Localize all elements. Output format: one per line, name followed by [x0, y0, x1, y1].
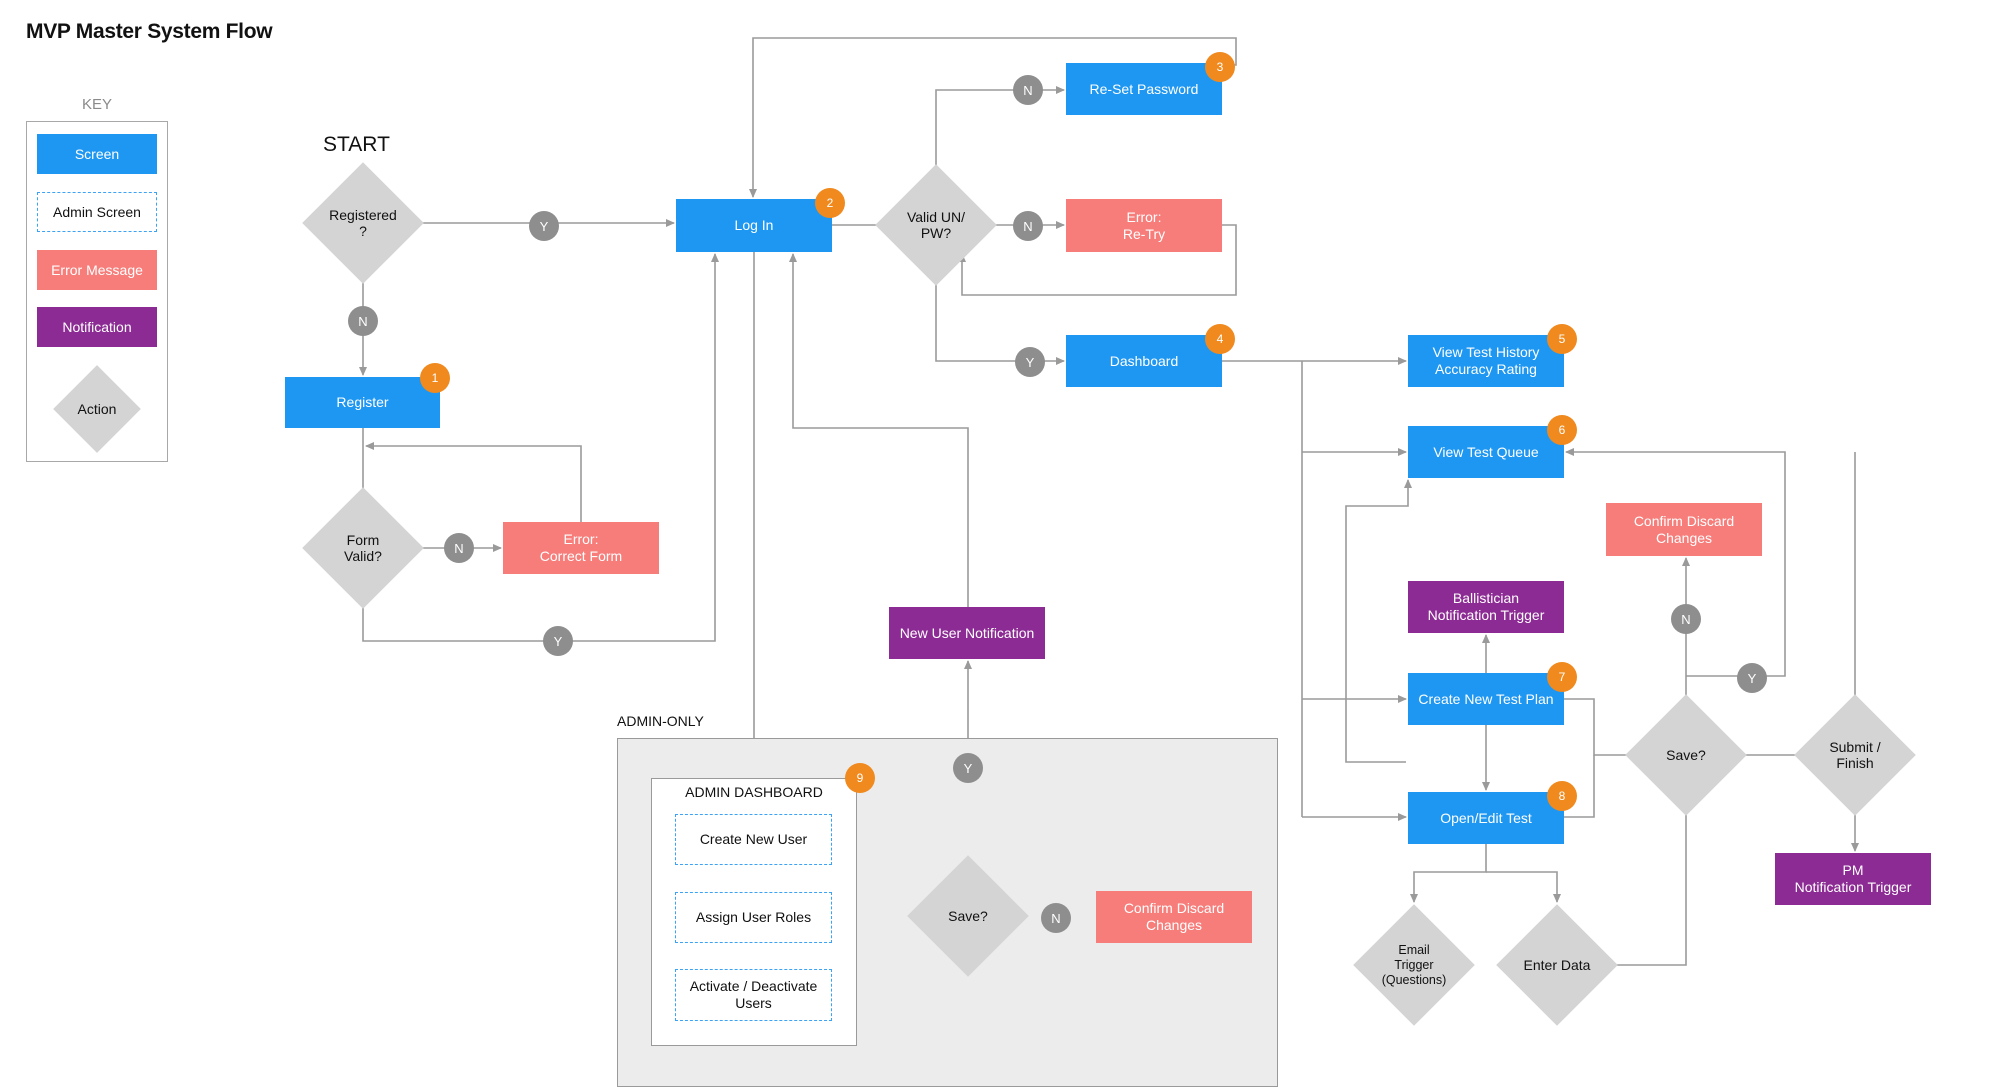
- edge-open-to-enter-data: [1486, 871, 1561, 903]
- reset-password-screen[interactable]: Re-Set Password: [1066, 63, 1222, 115]
- edge-retry-return-valid: [958, 224, 1237, 296]
- edge-open-to-queue: [1345, 479, 1412, 763]
- form-valid-decision[interactable]: Form Valid?: [302, 487, 424, 609]
- create-new-user-screen[interactable]: Create New User: [675, 814, 832, 865]
- key-notification: Notification: [37, 307, 157, 347]
- badge-1: 1: [420, 363, 450, 393]
- register-screen[interactable]: Register: [285, 377, 440, 428]
- badge-4: 4: [1205, 324, 1235, 354]
- edge-correct-form-return: [365, 442, 582, 522]
- valid-yes-connector: Y: [1015, 347, 1045, 377]
- edge-save-yes-queue: [1565, 448, 1786, 677]
- save-test-decision[interactable]: Save?: [1625, 694, 1747, 816]
- registered-decision[interactable]: Registered ?: [302, 162, 424, 284]
- edge-form-valid-yes: [362, 253, 719, 642]
- assign-user-roles-screen[interactable]: Assign User Roles: [675, 892, 832, 943]
- dashboard-screen[interactable]: Dashboard: [1066, 335, 1222, 387]
- badge-8: 8: [1547, 781, 1577, 811]
- error-correct-form-message: Error: Correct Form: [503, 522, 659, 574]
- submit-finish-decision[interactable]: Submit / Finish: [1794, 694, 1916, 816]
- save-test-no-connector: N: [1671, 604, 1701, 634]
- badge-9: 9: [845, 763, 875, 793]
- edge-valid-yes-dashboard: [935, 268, 1065, 365]
- edge-create-to-save: [1564, 698, 1642, 759]
- edge-open-to-save: [1564, 755, 1595, 818]
- edge-valid-no-reset: [935, 86, 1065, 182]
- edge-open-to-branches: [1410, 844, 1487, 903]
- page-title: MVP Master System Flow: [26, 20, 273, 43]
- pm-notification-trigger: PM Notification Trigger: [1775, 853, 1931, 905]
- form-valid-yes-connector: Y: [543, 626, 573, 656]
- new-user-notification: New User Notification: [889, 607, 1045, 659]
- key-action: Action: [53, 365, 141, 453]
- open-edit-test-screen[interactable]: Open/Edit Test: [1408, 792, 1564, 844]
- badge-7: 7: [1547, 662, 1577, 692]
- save-admin-no-connector: N: [1041, 903, 1071, 933]
- badge-2: 2: [815, 188, 845, 218]
- save-admin-yes-connector: Y: [953, 753, 983, 783]
- edge-reset-return-login: [749, 37, 1237, 198]
- badge-5: 5: [1547, 324, 1577, 354]
- ballistician-notification-trigger: Ballistician Notification Trigger: [1408, 581, 1564, 633]
- email-trigger-action[interactable]: Email Trigger (Questions): [1353, 904, 1475, 1026]
- enter-data-action[interactable]: Enter Data: [1496, 904, 1618, 1026]
- error-retry-message: Error: Re-Try: [1066, 199, 1222, 252]
- badge-3: 3: [1205, 52, 1235, 82]
- view-test-history-screen[interactable]: View Test History Accuracy Rating: [1408, 335, 1564, 387]
- admin-only-label: ADMIN-ONLY: [617, 713, 704, 729]
- valid-no-reset-connector: N: [1013, 75, 1043, 105]
- confirm-discard-admin-message: Confirm Discard Changes: [1096, 891, 1252, 943]
- key-admin-screen: Admin Screen: [37, 192, 157, 232]
- view-test-queue-screen[interactable]: View Test Queue: [1408, 426, 1564, 478]
- valid-un-pw-decision[interactable]: Valid UN/ PW?: [875, 164, 997, 286]
- valid-no-retry-connector: N: [1013, 211, 1043, 241]
- login-screen[interactable]: Log In: [676, 199, 832, 252]
- registered-yes-connector: Y: [529, 211, 559, 241]
- form-valid-no-connector: N: [444, 533, 474, 563]
- edge-new-user-to-login: [789, 253, 969, 607]
- badge-6: 6: [1547, 415, 1577, 445]
- key-title: KEY: [81, 96, 112, 113]
- registered-no-connector: N: [348, 306, 378, 336]
- create-new-test-plan-screen[interactable]: Create New Test Plan: [1408, 673, 1564, 725]
- edge-enter-data-to-save: [1600, 799, 1690, 966]
- key-screen: Screen: [37, 134, 157, 174]
- save-test-yes-connector: Y: [1737, 663, 1767, 693]
- activate-deactivate-users-screen[interactable]: Activate / Deactivate Users: [675, 969, 832, 1021]
- save-admin-decision[interactable]: Save?: [907, 855, 1029, 977]
- key-legend: [26, 121, 168, 462]
- key-error-message: Error Message: [37, 250, 157, 290]
- confirm-discard-test-message: Confirm Discard Changes: [1606, 503, 1762, 556]
- admin-dashboard-label: ADMIN DASHBOARD: [685, 784, 823, 800]
- start-label: START: [323, 133, 390, 156]
